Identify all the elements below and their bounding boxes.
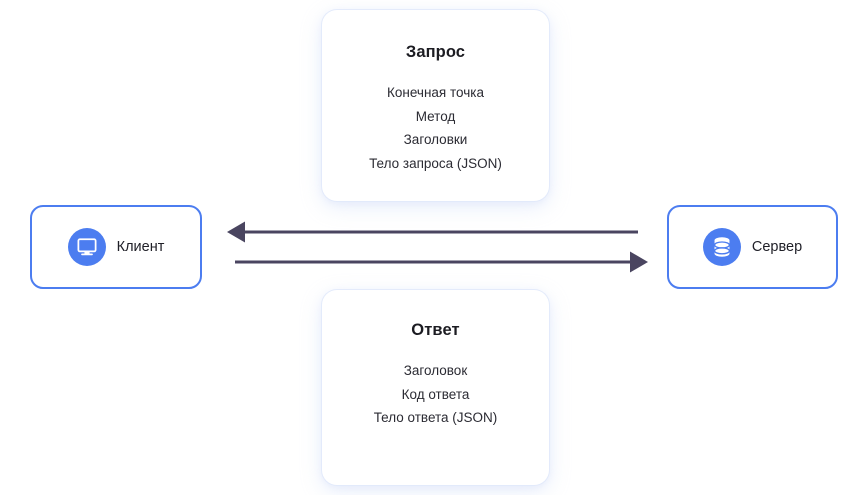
list-item: Код ответа xyxy=(401,386,470,402)
list-item: Тело запроса (JSON) xyxy=(369,155,502,171)
response-card-list: Заголовок Код ответа Тело ответа (JSON) xyxy=(322,359,549,430)
list-item: Конечная точка xyxy=(387,85,484,100)
list-item: Заголовки xyxy=(403,132,468,147)
request-card-title: Запрос xyxy=(405,43,466,61)
list-item: Тело ответа (JSON) xyxy=(373,410,498,425)
list-item: Метод xyxy=(415,108,456,124)
monitor-icon xyxy=(67,228,106,266)
arrow-group xyxy=(227,221,648,273)
request-card-list: Конечная точка Метод Заголовки Тело запр… xyxy=(322,81,549,175)
response-card: Ответ Заголовок Код ответа Тело ответа (… xyxy=(322,290,549,485)
client-node: Клиент xyxy=(30,205,202,289)
server-node-label: Сервер xyxy=(751,239,803,255)
response-card-title: Ответ xyxy=(411,321,460,339)
request-card: Запрос Конечная точка Метод Заголовки Те… xyxy=(322,10,549,201)
list-item: Заголовок xyxy=(403,363,468,378)
server-node: Сервер xyxy=(667,205,838,289)
client-node-label: Клиент xyxy=(116,239,165,255)
database-icon xyxy=(702,228,741,266)
